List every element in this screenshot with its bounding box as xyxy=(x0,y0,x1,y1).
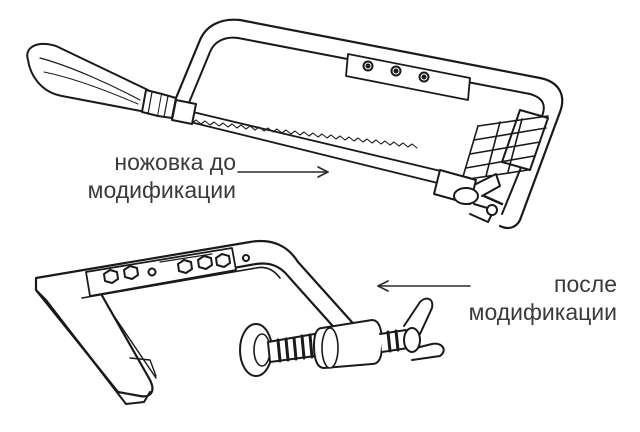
saw-handle xyxy=(26,42,177,119)
label-before-modification: ножовка до модификации xyxy=(60,148,236,204)
label-before-line1: ножовка до xyxy=(114,149,236,175)
label-after-line1: после xyxy=(554,271,617,297)
label-after-modification: после модификации xyxy=(447,270,617,326)
clamp-plate xyxy=(85,247,250,297)
clamp-screw xyxy=(239,297,445,377)
frame-binding xyxy=(461,115,549,181)
tension-nut xyxy=(433,169,504,223)
clamp-after xyxy=(34,239,445,405)
label-before-line2: модификации xyxy=(87,177,236,203)
saw-frame xyxy=(174,18,564,230)
arrow-after xyxy=(377,280,471,292)
arrow-before xyxy=(237,166,329,178)
label-after-line2: модификации xyxy=(468,299,617,325)
hacksaw-before xyxy=(26,18,564,230)
